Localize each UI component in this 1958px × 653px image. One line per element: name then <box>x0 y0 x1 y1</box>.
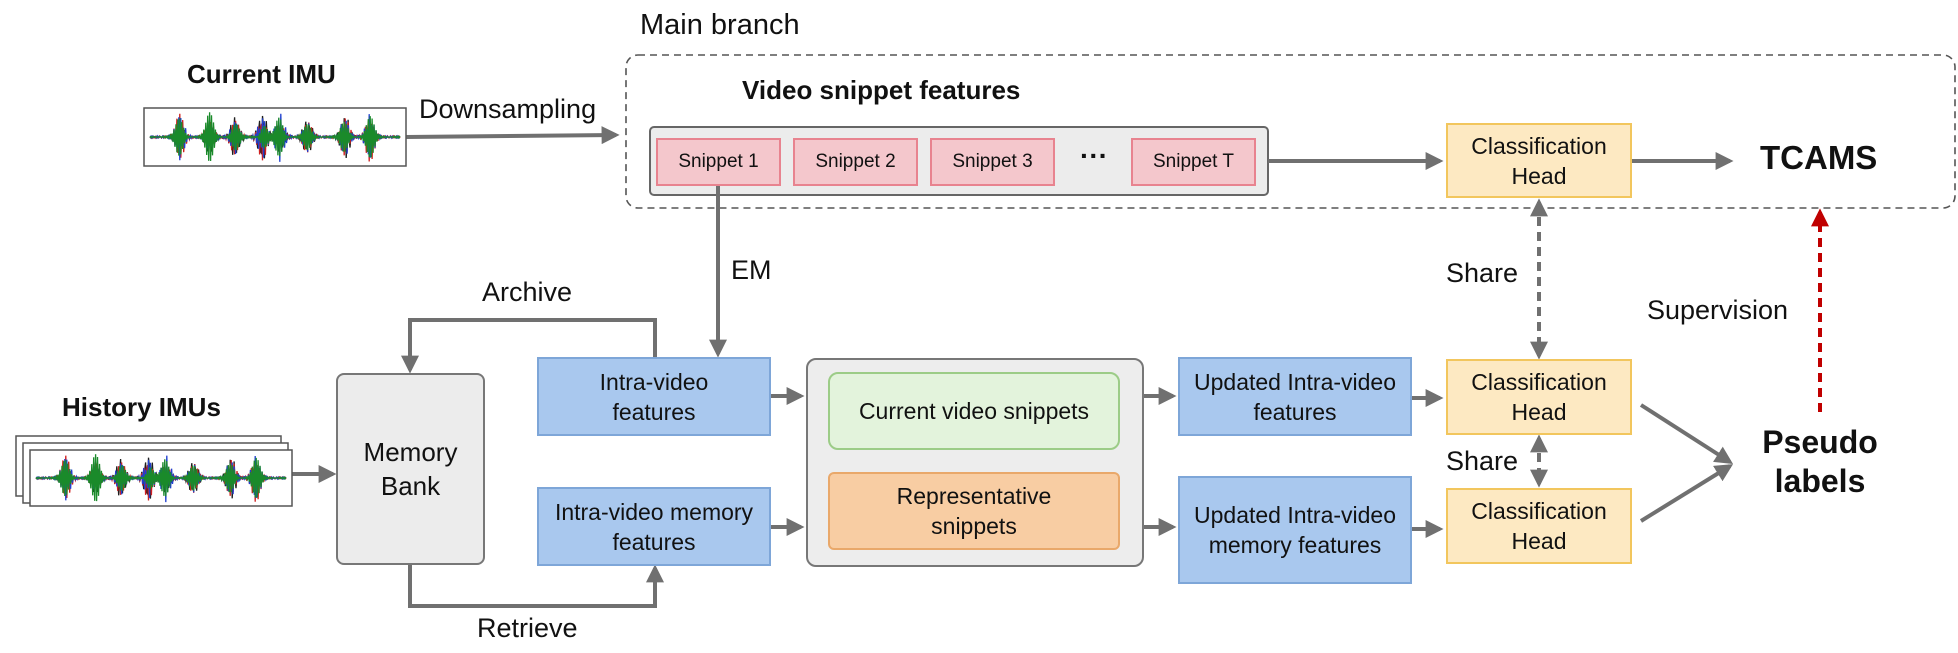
main-branch-container <box>625 54 1956 209</box>
current-imu-title: Current IMU <box>187 59 336 89</box>
arrow-archive <box>401 318 657 374</box>
intra-video-memory-features: Intra-video memory features <box>537 487 771 566</box>
main-branch-label: Main branch <box>640 9 800 41</box>
snippet-2: Snippet 2 <box>793 138 918 186</box>
current-video-snippets: Current video snippets <box>828 372 1120 450</box>
arrow-head-to-pseudo <box>1639 403 1734 464</box>
waveform-trace <box>35 454 287 502</box>
snippet-t: Snippet T <box>1131 138 1256 186</box>
snippet-3: Snippet 3 <box>930 138 1055 186</box>
arrow-retrieve <box>408 564 664 608</box>
intra-video-features: Intra-video features <box>537 357 771 436</box>
memory-bank: Memory Bank <box>336 373 485 565</box>
video-snippet-features-title: Video snippet features <box>742 75 1021 105</box>
history-imu-waveform <box>35 454 287 503</box>
updated-intra-video-features: Updated Intra-video features <box>1178 357 1412 436</box>
share-label-top: Share <box>1446 258 1519 288</box>
history-imus-title: History IMUs <box>62 392 221 422</box>
arrow-downsampling <box>405 126 620 145</box>
updated-intra-video-memory-features: Updated Intra-video memory features <box>1178 476 1412 584</box>
waveform-trace <box>149 112 401 162</box>
em-label: EM <box>731 255 772 285</box>
classification-head-main: Classification Head <box>1446 123 1632 198</box>
snippet-ellipsis: ··· <box>1080 140 1108 171</box>
downsampling-label: Downsampling <box>419 94 597 124</box>
tcams-label: TCAMS <box>1760 139 1878 176</box>
retrieve-label: Retrieve <box>477 613 578 643</box>
pseudo-labels-label: Pseudo labels <box>1762 424 1878 499</box>
supervision-label: Supervision <box>1647 295 1789 325</box>
current-imu-waveform <box>149 112 401 162</box>
classification-head-memory: Classification Head <box>1446 488 1632 564</box>
archive-label: Archive <box>482 277 573 307</box>
classification-head-features: Classification Head <box>1446 359 1632 435</box>
snippet-1: Snippet 1 <box>656 138 781 186</box>
share-label-bottom: Share <box>1446 446 1519 476</box>
arrow-head2-to-pseudo <box>1639 464 1734 523</box>
representative-snippets: Representative snippets <box>828 472 1120 550</box>
